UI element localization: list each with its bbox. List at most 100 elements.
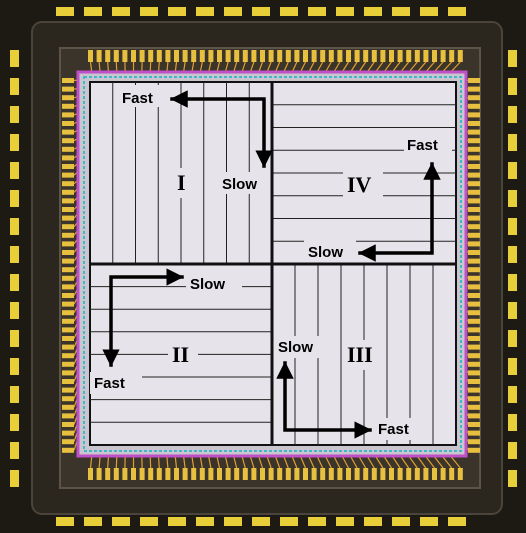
inner-pad <box>468 327 480 333</box>
outer-pad <box>280 7 298 16</box>
outer-pad <box>308 517 326 526</box>
inner-pad <box>468 284 480 290</box>
inner-bond-pads <box>62 50 480 480</box>
inner-pad <box>156 50 162 62</box>
outer-pad <box>508 386 517 403</box>
outer-pad <box>10 442 19 459</box>
inner-pad <box>380 468 386 480</box>
inner-pad <box>62 275 74 281</box>
inner-pad <box>105 468 111 480</box>
inner-pad <box>62 361 74 367</box>
inner-pad <box>397 468 403 480</box>
inner-pad <box>380 50 386 62</box>
outer-pad <box>56 7 74 16</box>
inner-pad <box>62 439 74 445</box>
outer-pad <box>224 7 242 16</box>
inner-pad <box>62 336 74 341</box>
inner-pad <box>96 468 102 480</box>
inner-pad <box>62 301 74 307</box>
quadrant-II-slow-label: Slow <box>190 276 225 293</box>
quadrant-I-fast-label: Fast <box>122 90 153 107</box>
inner-pad <box>62 447 74 453</box>
inner-pad <box>148 50 154 62</box>
inner-pad <box>294 468 300 480</box>
outer-pad <box>508 134 517 151</box>
inner-pad <box>468 78 480 83</box>
outer-pad <box>508 302 517 319</box>
inner-pad <box>277 468 283 480</box>
inner-pad <box>371 468 377 480</box>
outer-pad <box>420 517 438 526</box>
inner-pad <box>217 50 222 62</box>
inner-pad <box>285 468 291 480</box>
outer-pad <box>508 274 517 291</box>
outer-pad <box>10 302 19 319</box>
inner-pad <box>122 50 128 62</box>
outer-pad <box>364 7 382 16</box>
inner-pad <box>62 155 74 161</box>
inner-pad <box>468 344 480 350</box>
inner-pad <box>113 50 119 62</box>
inner-pad <box>62 215 74 221</box>
outer-pad <box>392 7 410 16</box>
inner-pad <box>88 468 93 480</box>
inner-pad <box>346 468 351 480</box>
inner-pad <box>468 121 480 126</box>
outer-pad <box>508 218 517 235</box>
inner-pad <box>62 293 74 298</box>
quadrant-I-arrow <box>170 90 273 168</box>
quadrant-IV-slow-label: Slow <box>308 244 343 261</box>
inner-pad <box>389 50 394 62</box>
inner-pad <box>468 258 480 264</box>
inner-pad <box>182 468 188 480</box>
inner-pad <box>62 370 74 376</box>
inner-pad <box>174 468 179 480</box>
inner-pad <box>268 50 274 62</box>
quadrant-III-slow-label: Slow <box>278 339 313 356</box>
outer-pad <box>10 162 19 179</box>
inner-pad <box>311 468 317 480</box>
inner-pad <box>234 50 240 62</box>
inner-pad <box>62 189 74 195</box>
inner-pad <box>468 241 480 247</box>
inner-pad <box>62 129 74 135</box>
inner-pad <box>62 241 74 247</box>
outer-pad <box>10 190 19 207</box>
inner-pad <box>62 353 74 359</box>
inner-pad <box>346 50 351 62</box>
inner-pad <box>468 232 480 238</box>
inner-pad <box>468 361 480 367</box>
outer-pad <box>420 7 438 16</box>
outer-pad <box>10 218 19 235</box>
outer-pad <box>508 246 517 263</box>
inner-pad <box>191 50 197 62</box>
inner-pad <box>225 50 231 62</box>
inner-pad <box>371 50 377 62</box>
inner-pad <box>423 468 429 480</box>
inner-pad <box>251 50 257 62</box>
outer-pad <box>508 414 517 431</box>
inner-pad <box>468 275 480 281</box>
inner-pad <box>62 121 74 126</box>
inner-pad <box>131 468 136 480</box>
inner-pad <box>62 344 74 350</box>
outer-pad <box>168 517 186 526</box>
inner-pad <box>320 50 326 62</box>
outer-pad <box>140 517 158 526</box>
inner-pad <box>468 86 480 92</box>
inner-pad <box>242 468 248 480</box>
outer-pad <box>508 78 517 95</box>
inner-pad <box>88 50 93 62</box>
inner-pad <box>468 413 480 419</box>
outer-pad <box>10 134 19 151</box>
inner-pad <box>62 396 74 402</box>
inner-pad <box>62 138 74 144</box>
inner-pad <box>62 181 74 187</box>
inner-pad <box>423 50 429 62</box>
inner-pad <box>285 50 291 62</box>
inner-pad <box>440 50 446 62</box>
inner-pad <box>363 468 369 480</box>
outer-pad <box>448 517 466 526</box>
inner-pad <box>62 387 74 393</box>
